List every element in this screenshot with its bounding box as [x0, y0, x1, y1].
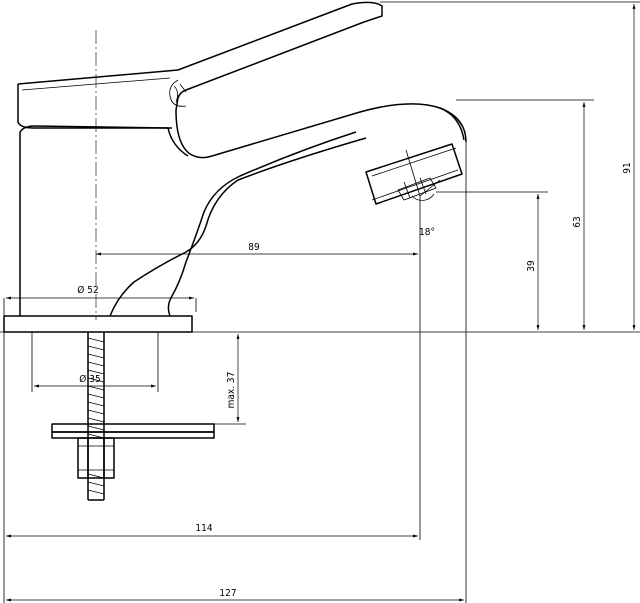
- dim-base-diameter: Ø 52: [77, 284, 98, 296]
- hex-nut: [77, 437, 115, 479]
- dim-total-height: 91: [622, 162, 633, 173]
- dim-hole-diameter: Ø 35: [79, 373, 100, 385]
- dim-spout-height: 63: [572, 216, 583, 227]
- dim-spray-angle: 18°: [419, 227, 435, 238]
- dim-total-length: 127: [219, 588, 236, 599]
- dimension-lines: [5, 4, 636, 602]
- faucet-body: [17, 1, 467, 317]
- dim-max-thickness: max. 37: [226, 372, 237, 409]
- fixing-washer: [51, 423, 215, 439]
- threaded-rod: [87, 332, 105, 501]
- dim-outlet-reach: 114: [195, 523, 212, 534]
- dim-spout-reach: 89: [248, 242, 260, 253]
- base-plate: [3, 315, 193, 333]
- dim-outlet-height: 39: [526, 260, 537, 272]
